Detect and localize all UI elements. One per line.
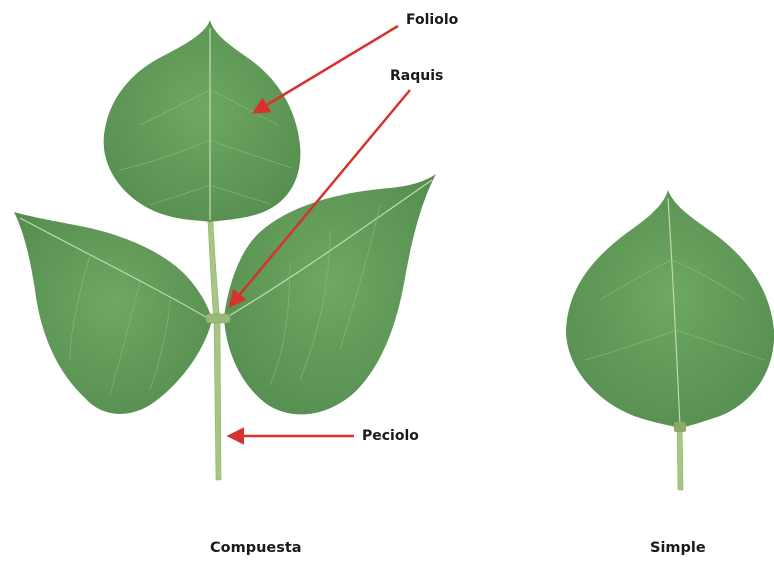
simple-caption: Simple (650, 540, 706, 556)
raquis-label: Raquis (390, 68, 443, 84)
simple-leaf (566, 190, 774, 490)
compound-leaf (14, 20, 436, 480)
foliolo-arrow (255, 26, 398, 112)
foliolo-label: Foliolo (406, 12, 458, 28)
peciolo-label: Peciolo (362, 428, 419, 444)
compound-petiole (208, 222, 221, 480)
compound-caption: Compuesta (210, 540, 302, 556)
